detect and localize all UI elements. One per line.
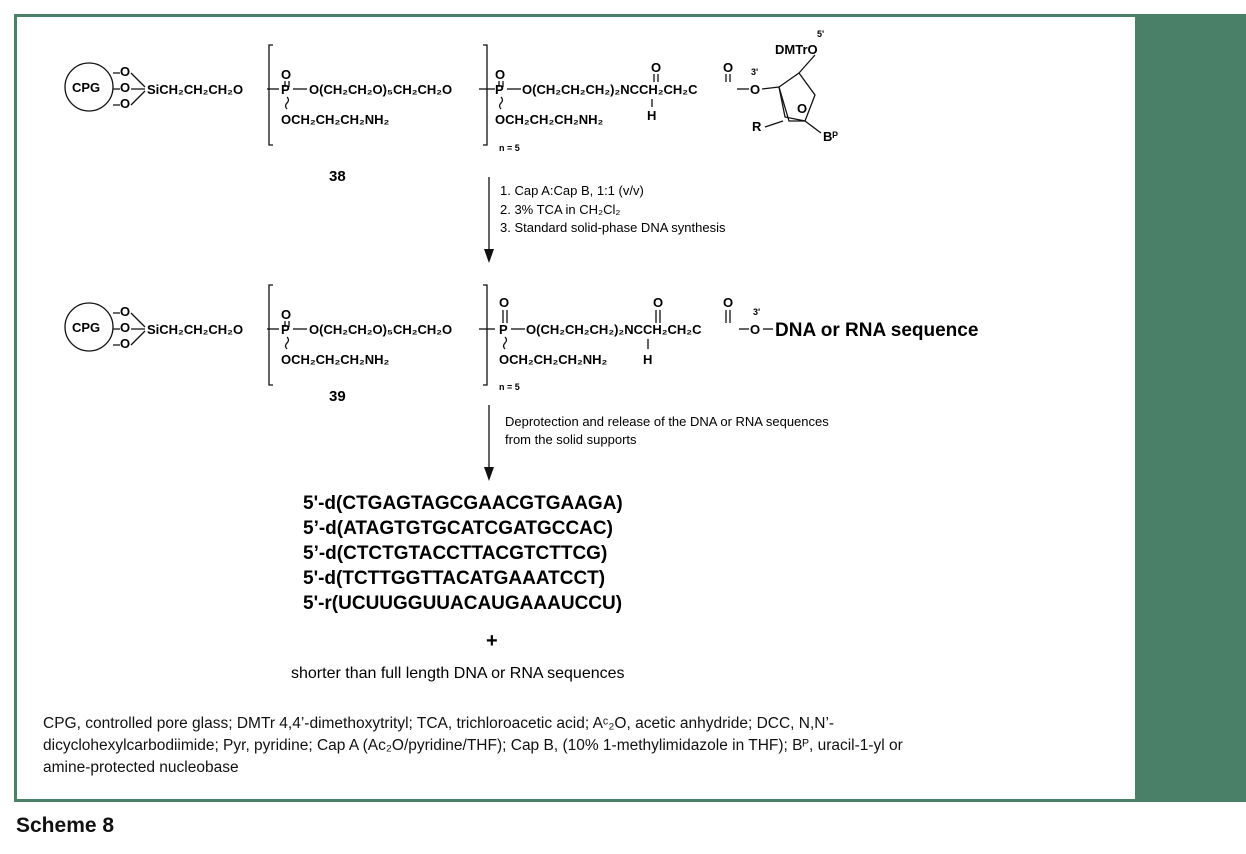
bracket-right-38 — [483, 44, 488, 146]
side-chain-39: OCH₂CH₂CH₂NH₂ — [281, 352, 390, 367]
bracket-left-38 — [268, 44, 273, 146]
p-atom2-38: P — [495, 82, 504, 97]
amide-o-39: O — [653, 295, 663, 310]
compound-39-label: 39 — [329, 388, 346, 405]
cpg-bead-39 — [64, 302, 114, 352]
amide-chain-39: O(CH₂CH₂CH₂)₂NCCH₂CH₂C — [526, 322, 702, 337]
amide-h-38: H — [647, 108, 656, 123]
product-sequences: 5'-d(CTGAGTAGCGAACGTGAAGA) 5’-d(ATAGTGTG… — [291, 493, 625, 682]
cpg-label: CPG — [72, 80, 100, 95]
cpg-label-39: CPG — [72, 320, 100, 335]
o-mid-39: O — [120, 320, 130, 335]
p-o2-38: O — [495, 67, 505, 82]
step2-condition-2: from the solid supports — [505, 432, 637, 447]
step1-condition-3: 3. Standard solid-phase DNA synthesis — [500, 220, 726, 235]
sequence-5: 5'-r(UCUUGGUUACAUGAAAUCCU) — [303, 593, 622, 614]
o-bottom: O — [120, 96, 130, 111]
side-chain-38: OCH₂CH₂CH₂NH₂ — [281, 112, 390, 127]
scheme-title: Scheme 8 — [16, 814, 115, 837]
green-side-panel — [1135, 14, 1246, 802]
caption-line-1: CPG, controlled pore glass; DMTr 4,4’-di… — [43, 715, 835, 732]
caption-line-2: dicyclohexylcarbodiimide; Pyr, pyridine;… — [43, 737, 903, 754]
o-bottom-39: O — [120, 336, 130, 351]
ester-o-39: O — [723, 295, 733, 310]
base-38: Bᴾ — [823, 129, 838, 144]
ester-o-link-39: O — [750, 322, 760, 337]
o-top-39: O — [120, 304, 130, 319]
sequence-1: 5'-d(CTGAGTAGCGAACGTGAAGA) — [303, 493, 623, 514]
shorter-sequences-note: shorter than full length DNA or RNA sequ… — [291, 665, 625, 682]
peg-39: O(CH₂CH₂O)₅CH₂CH₂O — [309, 322, 452, 337]
linker-38: SiCH₂CH₂CH₂O — [147, 82, 243, 97]
amide-h-39: H — [643, 352, 652, 367]
sequence-4: 5'-d(TCTTGGTTACATGAAATCCT) — [303, 568, 605, 589]
ester-o-38: O — [723, 60, 733, 75]
ester-o-link-38: O — [750, 82, 760, 97]
p-atom2-39: P — [499, 322, 508, 337]
dmtr-38: DMTrO — [775, 42, 818, 57]
scheme-frame — [14, 14, 1244, 802]
compound-38-label: 38 — [329, 168, 346, 185]
step2-condition-1: Deprotection and release of the DNA or R… — [505, 414, 829, 429]
p-atom-38: P — [281, 82, 290, 97]
side-chain2-38: OCH₂CH₂CH₂NH₂ — [495, 112, 604, 127]
sugar-ring-38 — [778, 72, 816, 122]
p-o-38: O — [281, 67, 291, 82]
p-o-39: O — [281, 307, 291, 322]
plus-sign: + — [486, 630, 498, 652]
pos5-label-38: 5' — [817, 29, 824, 39]
structure-39: CPG O O O SiCH₂CH₂CH₂O O P O(CH₂CH₂O)₅CH… — [64, 284, 978, 405]
sequence-2: 5’-d(ATAGTGTGCATCGATGCCAC) — [303, 518, 613, 539]
step1-condition-2: 2. 3% TCA in CH₂Cl₂ — [500, 202, 620, 217]
amide-o-38: O — [651, 60, 661, 75]
step-2-arrow: Deprotection and release of the DNA or R… — [484, 405, 829, 481]
pos3-label-38: 3' — [751, 67, 758, 77]
o-mid: O — [120, 80, 130, 95]
caption-line-3: amine-protected nucleobase — [43, 759, 239, 776]
p-o2-39: O — [499, 295, 509, 310]
reaction-scheme: CPG O O O SiCH₂CH₂CH₂O O P O(CH₂CH₂O)₅CH… — [64, 29, 978, 682]
ring-o-38: O — [797, 101, 807, 116]
structure-38: CPG O O O SiCH₂CH₂CH₂O O P O(CH₂CH₂O)₅CH… — [64, 29, 838, 185]
side-chain2-39: OCH₂CH₂CH₂NH₂ — [499, 352, 608, 367]
amide-chain-38: O(CH₂CH₂CH₂)₂NCCH₂CH₂C — [522, 82, 698, 97]
dna-rna-sequence-tail: DNA or RNA sequence — [775, 320, 978, 341]
o-top: O — [120, 64, 130, 79]
sequence-3: 5’-d(CTCTGTACCTTACGTCTTCG) — [303, 543, 607, 564]
peg-38: O(CH₂CH₂O)₅CH₂CH₂O — [309, 82, 452, 97]
abbreviations-caption: CPG, controlled pore glass; DMTr 4,4’-di… — [43, 713, 1113, 779]
repeat-38: n = 5 — [499, 143, 520, 153]
r-group-38: R — [752, 119, 762, 134]
linker-39: SiCH₂CH₂CH₂O — [147, 322, 243, 337]
step-1-arrow: 1. Cap A:Cap B, 1:1 (v/v) 2. 3% TCA in C… — [484, 177, 726, 263]
cpg-bead — [64, 62, 114, 112]
step1-condition-1: 1. Cap A:Cap B, 1:1 (v/v) — [500, 183, 644, 198]
pos3-label-39: 3' — [753, 307, 760, 317]
repeat-39: n = 5 — [499, 382, 520, 392]
p-atom-39: P — [281, 322, 290, 337]
